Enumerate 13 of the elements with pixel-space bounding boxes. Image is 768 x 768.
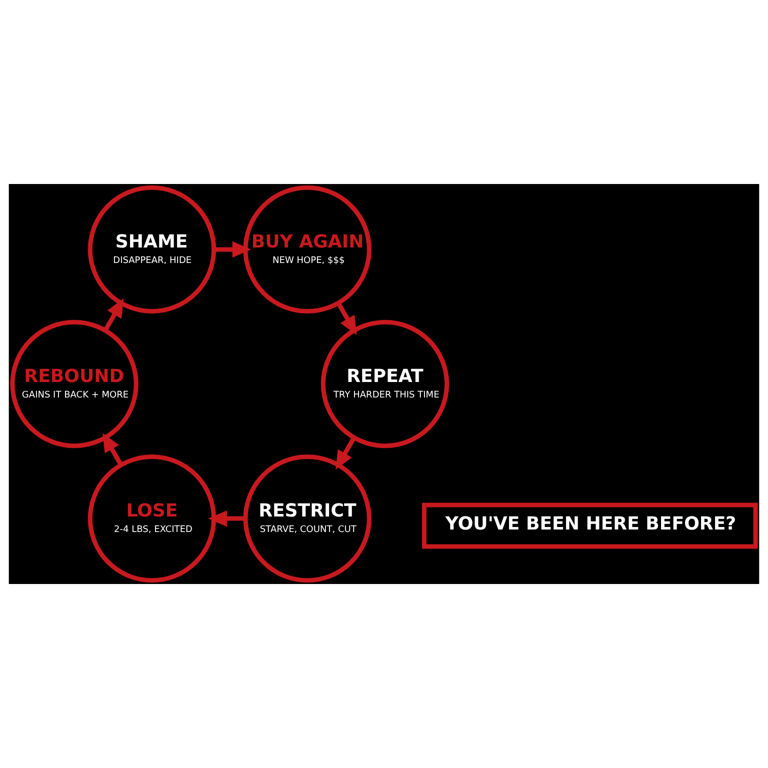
node-circle: REBOUND GAINS IT BACK + MORE — [10, 320, 138, 448]
arrow — [214, 241, 252, 258]
arrow — [103, 298, 124, 332]
node-box: YOU'VE BEEN HERE BEFORE? — [422, 502, 758, 549]
node-circle: LOSE 2-4 LBS, EXCITED — [88, 454, 216, 583]
node-circle: BUY AGAIN NEW HOPE, $$$ — [243, 185, 372, 314]
node-circle: RESTRICT STARVE, COUNT, CUT — [243, 454, 372, 583]
node-circle: SHAME DISAPPEAR, HIDE — [88, 185, 216, 314]
arrow — [336, 302, 357, 336]
arrow — [208, 510, 246, 527]
node-circle: REPEAT TRY HARDER THIS TIME — [320, 320, 450, 448]
arrow — [336, 436, 356, 470]
arrow — [102, 432, 123, 466]
